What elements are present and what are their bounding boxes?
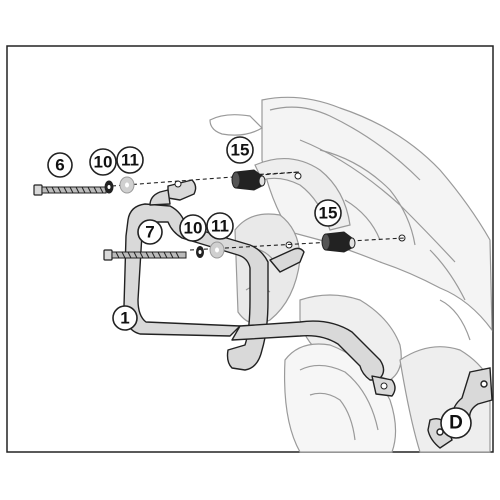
mount-hole	[174, 180, 182, 188]
svg-text:1: 1	[120, 309, 129, 328]
mount-hole	[380, 382, 388, 390]
callout-10-lower: 10	[179, 214, 207, 242]
callout-7: 7	[137, 219, 163, 245]
bolt-upper	[33, 184, 107, 196]
callout-6: 6	[47, 152, 73, 178]
callout-10-upper: 10	[89, 148, 117, 176]
callout-11-upper: 11	[116, 146, 144, 174]
svg-text:11: 11	[211, 217, 229, 236]
svg-text:15: 15	[231, 141, 250, 160]
callout-1: 1	[112, 305, 138, 331]
svg-text:7: 7	[145, 223, 154, 242]
assembly-lines	[111, 171, 405, 251]
mount-hole	[285, 241, 293, 249]
bolt-lower	[103, 249, 187, 261]
svg-text:6: 6	[55, 156, 64, 175]
callout-15-lower: 15	[314, 199, 342, 227]
motorcycle-illustration	[209, 96, 493, 453]
spacer-lower	[321, 231, 356, 253]
callout-11-lower: 11	[206, 212, 234, 240]
mount-hole	[294, 172, 302, 180]
callout-d: D	[440, 407, 472, 439]
svg-text:10: 10	[94, 153, 113, 172]
spacer-upper	[231, 169, 266, 191]
callout-15-upper: 15	[226, 136, 254, 164]
svg-text:10: 10	[184, 219, 203, 238]
svg-text:15: 15	[319, 204, 338, 223]
svg-text:11: 11	[121, 151, 139, 170]
svg-text:D: D	[449, 413, 463, 434]
